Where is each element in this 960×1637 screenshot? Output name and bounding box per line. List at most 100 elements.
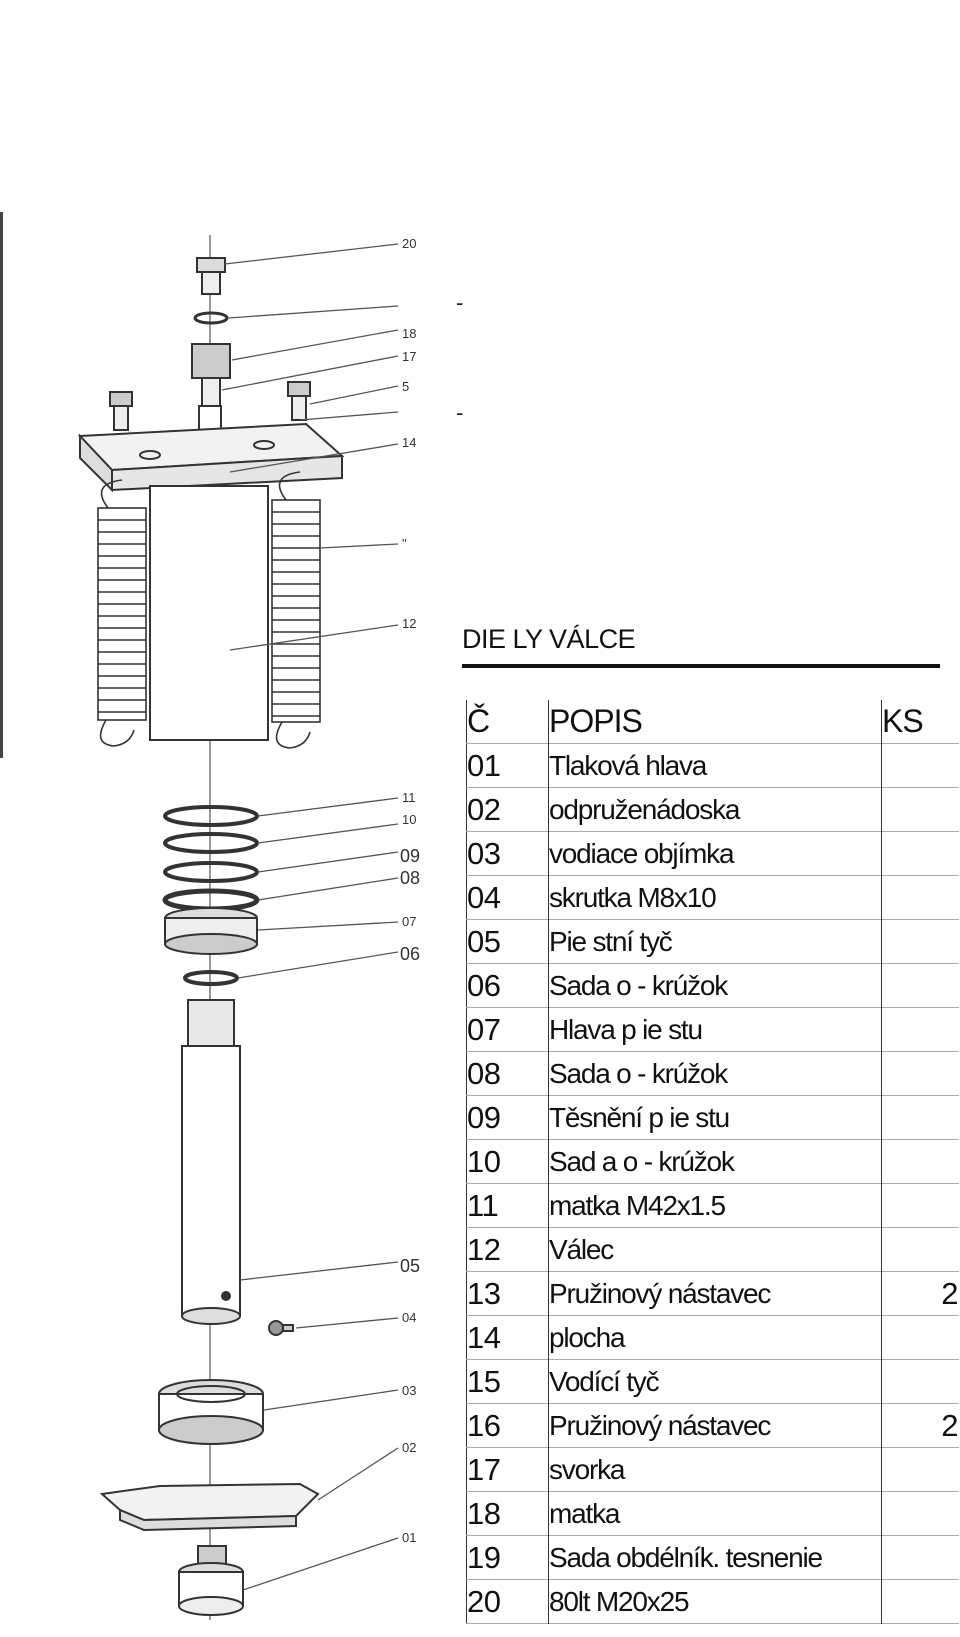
- part-quantity: [882, 920, 959, 964]
- callout-06: 06: [400, 944, 420, 964]
- part-cylinder-12: [149, 485, 269, 741]
- callout-09: 09: [400, 846, 420, 866]
- part-spring-plate-02: [99, 1482, 320, 1532]
- part-number: 03: [466, 831, 549, 876]
- part-bolt-20: [196, 257, 226, 295]
- part-spring-left: [97, 479, 147, 747]
- part-ring-09: [163, 861, 259, 883]
- part-description: Sada o - krúžok: [548, 1051, 882, 1096]
- part-quantity: 2: [941, 1275, 959, 1311]
- part-description: Tlaková hlava: [548, 743, 882, 788]
- part-number: 18: [466, 1491, 549, 1536]
- part-number: 07: [466, 1007, 549, 1052]
- leader-lines: [221, 243, 399, 1591]
- part-quantity: [882, 876, 959, 920]
- part-number: 09: [466, 1095, 549, 1140]
- part-description: Sada obdélník. tesnenie: [548, 1535, 882, 1580]
- callout-03: 03: [402, 1383, 416, 1398]
- part-description: matka M42x1.5: [548, 1183, 882, 1228]
- part-ring-08: [162, 888, 260, 912]
- part-ring-11: [163, 805, 259, 827]
- part-description: matka: [548, 1491, 882, 1536]
- parts-table-title: DIE LY VÁLCE: [462, 624, 636, 654]
- part-number: 13: [466, 1271, 549, 1316]
- part-description: Vodící tyč: [548, 1359, 882, 1404]
- part-number: 06: [466, 963, 549, 1008]
- part-piston-head-07: [164, 907, 258, 955]
- callout-07: 07: [402, 914, 416, 929]
- stray-mark-1: -: [456, 290, 464, 315]
- part-screw-04: [268, 1320, 294, 1336]
- part-description: Pie stní tyč: [548, 919, 882, 964]
- part-description: Hlava p ie stu: [548, 1007, 882, 1052]
- part-spring-right: [271, 471, 321, 749]
- part-description: vodiace objímka: [548, 831, 882, 876]
- part-clamp-17: [191, 343, 231, 379]
- callout-01: 01: [402, 1530, 416, 1545]
- part-number: 14: [466, 1315, 549, 1360]
- part-quantity: [882, 832, 959, 876]
- table-header-row: Č POPIS KS: [466, 700, 959, 744]
- part-pressure-head-01: [178, 1545, 244, 1616]
- part-number: 16: [466, 1403, 549, 1448]
- part-number: 15: [466, 1359, 549, 1404]
- part-screw-left: [109, 391, 133, 431]
- header-description: POPIS: [548, 700, 882, 744]
- part-description: Pružinový nástavec: [548, 1403, 882, 1448]
- header-quantity: KS: [882, 703, 924, 739]
- callout-5: 5: [402, 379, 409, 394]
- title-underline: [462, 664, 940, 668]
- callout-12: 12: [402, 616, 416, 631]
- callout-10: 10: [402, 812, 416, 827]
- part-quantity: [882, 1008, 959, 1052]
- part-quantity: [882, 1316, 959, 1360]
- callout-20: 20: [402, 236, 416, 251]
- part-quantity: [882, 1448, 959, 1492]
- part-sleeve-03: [158, 1379, 264, 1445]
- part-number: 12: [466, 1227, 549, 1272]
- part-description: plocha: [548, 1315, 882, 1360]
- part-description: Těsnění p ie stu: [548, 1095, 882, 1140]
- part-quantity: [882, 964, 959, 1008]
- part-quantity: [882, 1492, 959, 1536]
- callout-14: 14: [402, 435, 416, 450]
- header-number: Č: [466, 700, 549, 744]
- part-quantity: [882, 1228, 959, 1272]
- part-oring-06: [183, 970, 239, 986]
- part-piston-rod-05: [181, 999, 241, 1325]
- part-number: 10: [466, 1139, 549, 1184]
- part-description: Pružinový nástavec: [548, 1271, 882, 1316]
- part-quantity: [882, 788, 959, 832]
- part-quantity: [882, 1360, 959, 1404]
- part-quantity: 2: [941, 1407, 959, 1443]
- part-number: 01: [466, 743, 549, 788]
- part-quantity: [882, 1140, 959, 1184]
- part-plate-14: [77, 422, 345, 493]
- part-quantity: [882, 1184, 959, 1228]
- part-quantity: [882, 1536, 959, 1580]
- part-screw-right: [287, 381, 311, 421]
- part-number: 04: [466, 875, 549, 920]
- callout-quote: ": [402, 536, 407, 551]
- part-number: 17: [466, 1447, 549, 1492]
- callout-08: 08: [400, 868, 420, 888]
- callout-11: 11: [402, 790, 416, 805]
- part-description: Sada o - krúžok: [548, 963, 882, 1008]
- part-quantity: [882, 744, 959, 788]
- stray-mark-2: -: [456, 400, 464, 425]
- part-ring-10: [163, 832, 259, 854]
- part-number: 11: [466, 1183, 549, 1228]
